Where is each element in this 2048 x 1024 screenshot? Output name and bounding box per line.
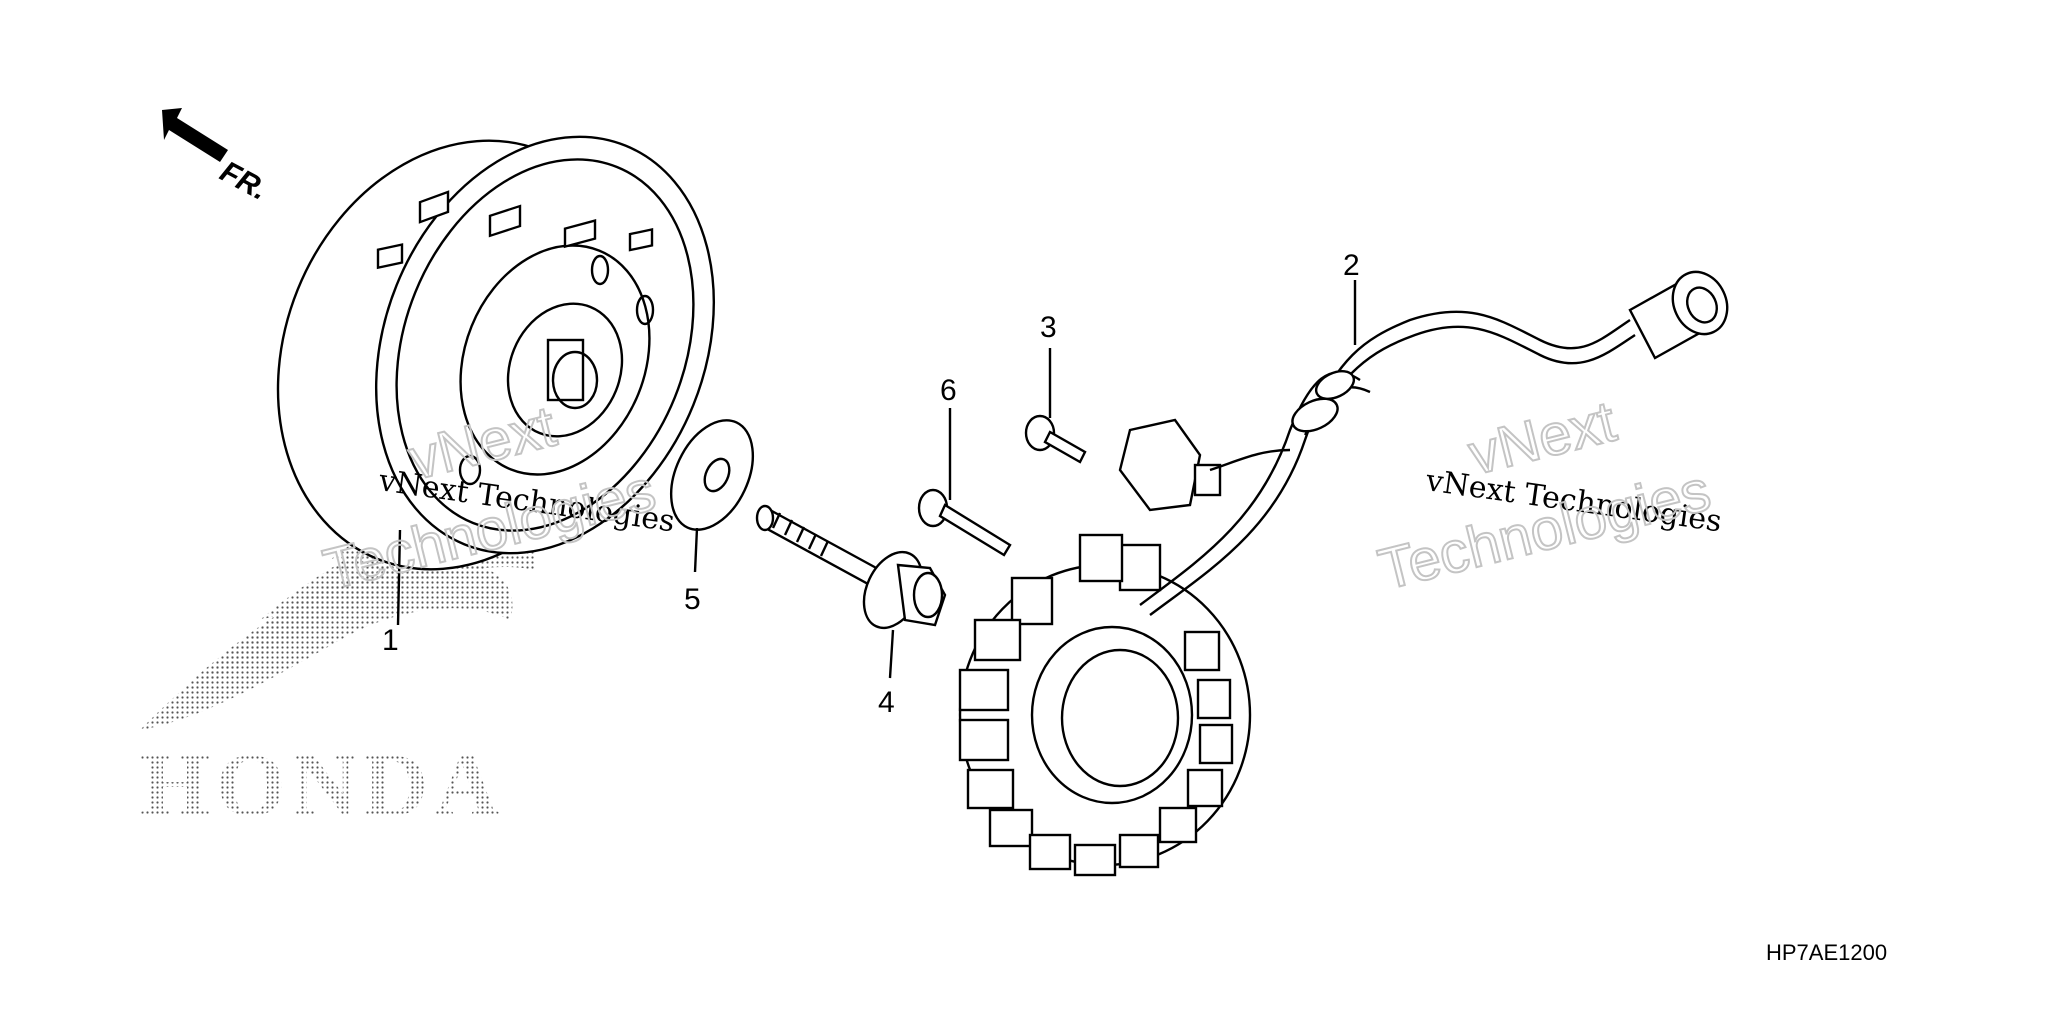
callout-4: 4 [878,686,895,719]
front-direction-arrow: FR. [162,108,273,207]
pulse-sensor [1118,418,1291,512]
stator-assembly: 2 [958,249,1729,877]
watermark-outline-right-1: vNext [1462,389,1622,488]
honda-logo-text: HONDA [140,736,505,835]
callout-6: 6 [940,374,957,407]
callout-1: 1 [382,624,399,657]
bolt-thread-lines [771,512,830,557]
small-bolt-6: 6 [917,374,1012,557]
callout-3: 3 [1040,311,1057,344]
stator-connector [1628,270,1729,360]
callout-5: 5 [684,583,701,616]
flywheel-rim-slots [376,190,654,270]
washer: 5 [669,419,755,616]
honda-wing-logo: HONDA [140,479,571,835]
small-bolt-3: 3 [1024,311,1087,464]
flywheel: 1 [276,135,716,657]
stator-coil-poles [958,533,1234,877]
fr-label: FR. [215,155,273,207]
watermark-right: vNext Technologies vNext Technologies [1371,388,1723,604]
callout-2: 2 [1343,249,1360,282]
diagram-code: HP7AE1200 [1766,940,1887,965]
flange-bolt: 4 [755,504,947,719]
